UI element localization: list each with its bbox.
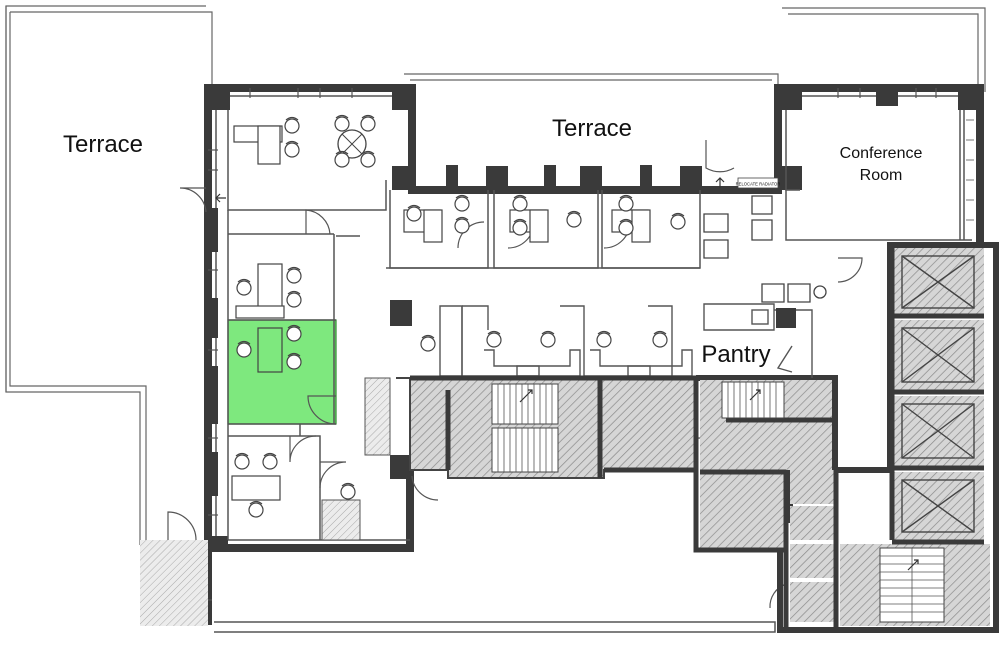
terrace-left-label: Terrace xyxy=(63,131,143,158)
arrows xyxy=(215,177,919,571)
pantry-column xyxy=(776,308,796,328)
terrace-top-outline xyxy=(404,73,779,88)
wall-columns xyxy=(204,84,982,550)
conference-room-walls xyxy=(785,110,972,241)
conference-window xyxy=(966,119,974,221)
pantry-label: Pantry xyxy=(701,341,770,368)
conference-room-label-line2: Room xyxy=(860,167,903,184)
relocate-radiator-box xyxy=(737,177,779,189)
relocate-radiator-label: RELOCATE RADIATOR xyxy=(736,182,781,187)
core-walls xyxy=(410,248,984,630)
terrace-left-outline xyxy=(5,5,213,545)
round-table xyxy=(337,129,367,159)
conference-room-label-line1: Conference xyxy=(840,145,923,162)
open-area-box xyxy=(392,306,408,322)
stair-treads xyxy=(497,382,944,622)
terrace-top-label: Terrace xyxy=(552,115,632,142)
left-offices-partitions xyxy=(227,110,410,541)
elevator-marks xyxy=(901,255,975,533)
top-offices xyxy=(386,190,701,269)
terrace-right-outline xyxy=(782,7,986,92)
window-ticks xyxy=(208,88,937,516)
fixtures xyxy=(703,195,827,303)
